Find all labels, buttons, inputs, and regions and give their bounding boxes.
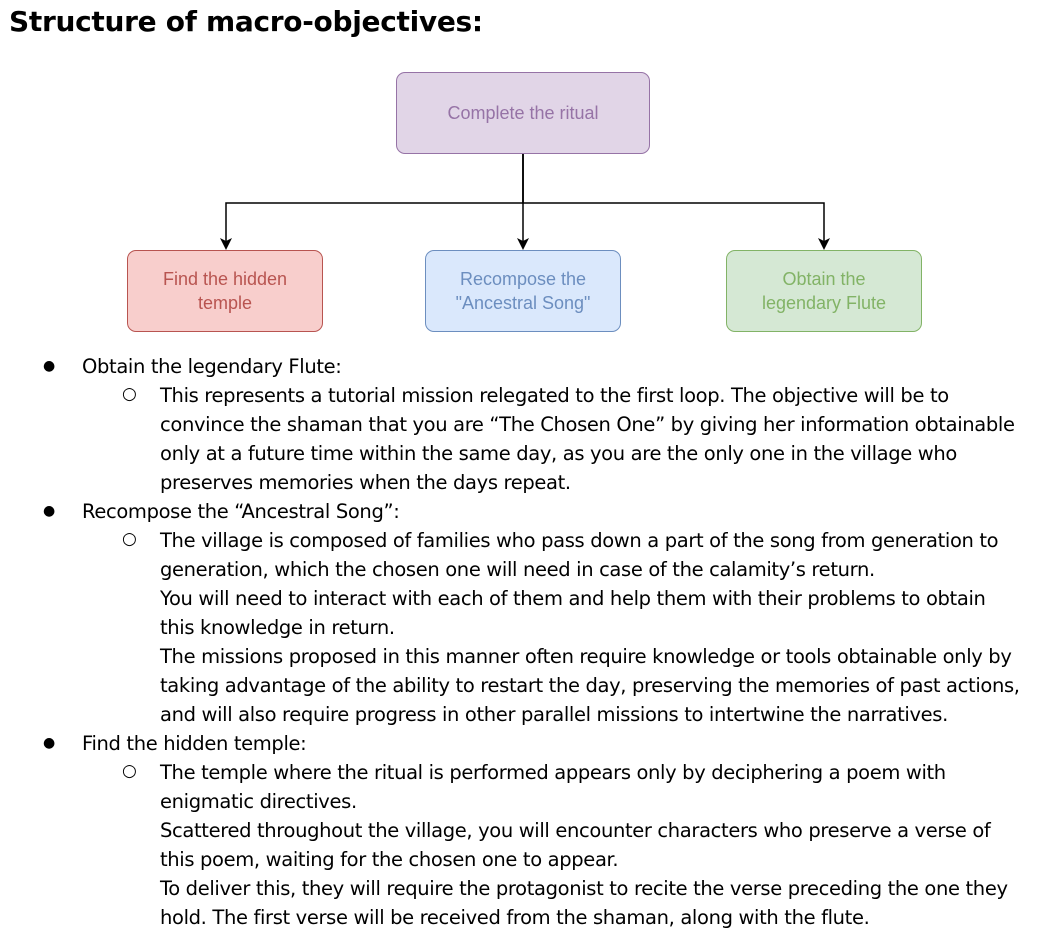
diagram-connectors	[220, 154, 830, 250]
node-recompose-ancestral-song-label-line1: Recompose the	[459, 269, 587, 289]
section-find-temple: ● Find the hidden temple: ○ The temple w…	[0, 729, 1055, 932]
bullet-disc-icon: ●	[43, 503, 55, 519]
page-title: Structure of macro-objectives:	[9, 5, 483, 38]
list-item: ● Recompose the “Ancestral Song”:	[0, 497, 1055, 526]
node-obtain-legendary-flute: Obtain the legendary Flute	[726, 250, 922, 332]
section-recompose-song: ● Recompose the “Ancestral Song”: ○ The …	[0, 497, 1055, 729]
paragraph-line: This represents a tutorial mission releg…	[160, 384, 949, 407]
section-heading: Find the hidden temple:	[82, 732, 307, 755]
paragraph-line: and will also require progress in other …	[160, 703, 948, 726]
list-item: ● Find the hidden temple:	[0, 729, 1055, 758]
sub-list-item: ○ The village is composed of families wh…	[0, 526, 1055, 729]
paragraph-line: taking advantage of the ability to resta…	[160, 674, 1020, 697]
paragraph-line: convince the shaman that you are “The Ch…	[160, 413, 1015, 436]
node-find-hidden-temple-label-line2: temple	[197, 293, 253, 313]
node-complete-ritual: Complete the ritual	[396, 72, 650, 154]
node-obtain-legendary-flute-label-line2: legendary Flute	[761, 293, 887, 313]
sub-list-item: ○ This represents a tutorial mission rel…	[0, 381, 1055, 497]
paragraph-line: only at a future time within the same da…	[160, 442, 957, 465]
sub-list-item: ○ The temple where the ritual is perform…	[0, 758, 1055, 932]
paragraph-line: The temple where the ritual is performed…	[160, 761, 946, 784]
node-recompose-ancestral-song-label-line2: "Ancestral Song"	[455, 293, 591, 313]
bullet-circle-icon: ○	[122, 529, 137, 549]
section-heading: Obtain the legendary Flute:	[82, 355, 342, 378]
list-item: ● Obtain the legendary Flute:	[0, 352, 1055, 381]
node-find-hidden-temple: Find the hidden temple	[127, 250, 323, 332]
objectives-list: ● Obtain the legendary Flute: ○ This rep…	[0, 352, 1055, 932]
paragraph-line: this knowledge in return.	[160, 616, 395, 639]
paragraph-line: The village is composed of families who …	[160, 529, 999, 552]
node-complete-ritual-label: Complete the ritual	[447, 103, 599, 123]
bullet-disc-icon: ●	[43, 735, 55, 751]
paragraph-line: this poem, waiting for the chosen one to…	[160, 848, 619, 871]
section-obtain-flute: ● Obtain the legendary Flute: ○ This rep…	[0, 352, 1055, 497]
node-obtain-legendary-flute-label-line1: Obtain the	[782, 269, 866, 289]
connector-root-to-flute	[522, 154, 830, 250]
paragraph-line: hold. The first verse will be received f…	[160, 906, 870, 929]
paragraph-line: preserves memories when the days repeat.	[160, 471, 571, 494]
paragraph-line: enigmatic directives.	[160, 790, 357, 813]
paragraph-line: To deliver this, they will require the p…	[160, 877, 1008, 900]
node-find-hidden-temple-label-line1: Find the hidden	[162, 269, 288, 289]
paragraph-line: You will need to interact with each of t…	[160, 587, 986, 610]
paragraph-line: generation, which the chosen one will ne…	[160, 558, 875, 581]
connector-root-to-temple	[220, 154, 524, 250]
paragraph-line: The missions proposed in this manner oft…	[160, 645, 1012, 668]
bullet-circle-icon: ○	[122, 761, 137, 781]
bullet-disc-icon: ●	[43, 358, 55, 374]
bullet-circle-icon: ○	[122, 384, 137, 404]
section-heading: Recompose the “Ancestral Song”:	[82, 500, 400, 523]
objectives-diagram: Complete the ritual Find the hidden temp…	[0, 0, 1055, 345]
paragraph-line: Scattered throughout the village, you wi…	[160, 819, 991, 842]
node-recompose-ancestral-song: Recompose the "Ancestral Song"	[425, 250, 621, 332]
